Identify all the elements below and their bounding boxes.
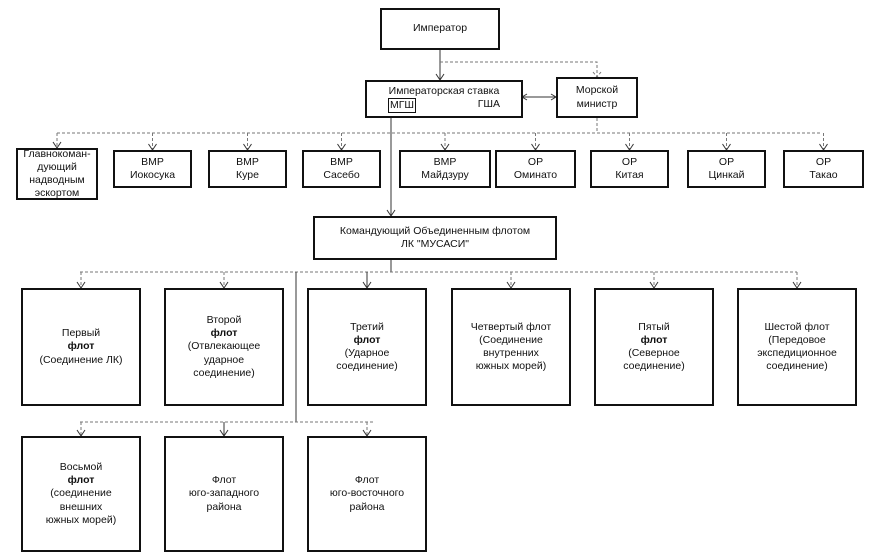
box-line: района [349,500,385,513]
box-line: (Соединение [479,333,543,346]
box-line: южных морей) [475,360,547,373]
box-line: (Северное [628,347,680,359]
box-line: надводным [29,174,85,186]
fleet-name: Шестой флот [764,320,830,333]
commander-line2: ЛК "МУСАСИ" [400,238,470,250]
fleet-word: флот [67,340,95,353]
box-line: Куре [236,169,259,181]
box-line: юго-восточного [329,487,405,500]
navy-minister-box: Морской министр [556,77,638,118]
box-line: ВМР [330,155,353,168]
box-line: дующий [37,160,77,173]
box-line: Главноко­ман- [23,147,91,160]
commander-line1: Командующий Объединенным флотом [339,224,531,237]
minister-line1: Морской [575,84,619,97]
box-line: Такао [809,169,838,181]
box-line: соединение) [336,360,398,373]
box-line: соединение) [766,360,828,373]
fleet-name: Восьмой [59,461,103,474]
box-line: ОР [718,155,735,168]
box-line: ОР [815,155,832,168]
box-line: Майдзуру [421,169,469,181]
box-line: экспедиционное [757,347,837,359]
imperial-hq-box: Императорская ставка МГШ ГША [365,80,523,118]
box-line: (Ударное [344,347,390,359]
box-line: ОР [621,155,638,168]
fleet-word: флот [210,327,238,340]
box-line: (Передовое [768,333,826,346]
combined-fleet-commander-box: Командующий Объединенным флотом ЛК "МУСА… [313,216,557,260]
box-line: внешних [59,500,103,513]
emperor-box: Император [380,8,500,50]
box-line: Оминато [513,169,558,181]
gsha-label: ГША [477,98,500,110]
minister-line2: министр [576,97,618,110]
mgsh-label: МГШ [388,98,417,114]
emperor-label: Император [412,22,468,35]
fleet-word: флот [640,333,668,346]
box-line: южных морей) [45,513,117,526]
fleet-name: Второй [206,314,242,327]
box-line: района [206,500,242,513]
box-line: ВМР [433,155,457,168]
box-line: (соединение [50,487,112,500]
box-line: соединение) [623,360,685,373]
box-line: ВМР [236,155,259,168]
box-line: (Соединение ЛК) [39,353,123,366]
box-line: Китая [615,169,644,181]
box-line: ВМР [141,155,164,168]
box-line: юго-западного [188,487,260,500]
box-line: (Отвлекающее [187,340,261,353]
fleet-name: Пятый [638,320,670,333]
fleet-name: Третий [350,320,384,333]
fleet-name: Первый [61,327,101,340]
box-line: внутренних [483,347,539,359]
fleet-name: Флот [211,474,237,487]
box-line: ОР [527,155,544,168]
box-line: ударное [203,353,245,366]
fleet-name: Флот [354,474,380,487]
box-line: Иокосука [129,169,176,181]
box-line: Цинкай [708,169,745,181]
fleet-word: флот [353,333,381,346]
fleet-word: флот [67,474,95,487]
box-line: эскортом [34,187,80,200]
hq-subdivisions: МГШ ГША [388,98,500,114]
hq-label: Императорская ставка [388,84,500,97]
fleet-name: Четвертый флот [470,320,552,333]
box-line: соединение) [193,366,255,379]
box-line: Сасебо [323,169,360,181]
